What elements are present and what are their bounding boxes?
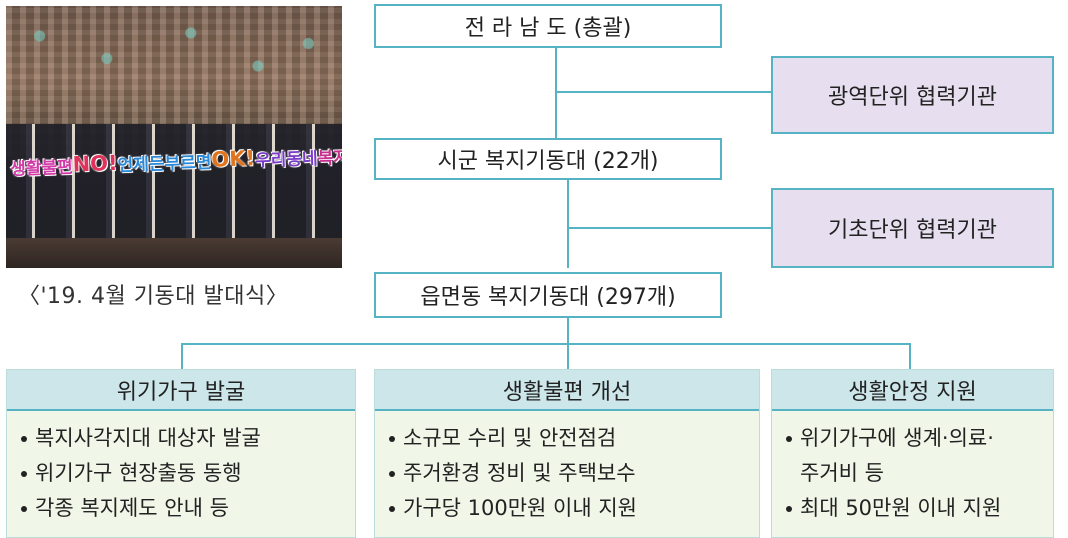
partner-box-regional: 광역단위 협력기관	[771, 56, 1054, 134]
ceremony-photo: 생활불편 NO! 언제든부르면 OK! 우리동네 복지기동대	[6, 6, 342, 268]
org-box-town: 읍면동 복지기동대 (297개)	[374, 272, 722, 318]
org-box-city-county: 시군 복지기동대 (22개)	[374, 138, 722, 180]
connector-basic	[567, 227, 771, 229]
banner-text-2: NO!	[72, 150, 119, 177]
photo-floor	[6, 238, 342, 268]
banner-text-4: OK!	[210, 146, 256, 172]
connector-branch-right	[909, 343, 911, 369]
list-item: 각종 복지제도 안내 등	[21, 491, 355, 526]
card-list: 위기가구에 생계·의료· 주거비 등 최대 50만원 이내 지원	[772, 411, 1053, 526]
list-item: 소규모 수리 및 안전점검	[389, 421, 759, 456]
card-living-improvement: 생활불편 개선 소규모 수리 및 안전점검 주거환경 정비 및 주택보수 가구당…	[374, 369, 760, 538]
card-crisis-discovery: 위기가구 발굴 복지사각지대 대상자 발굴 위기가구 현장출동 동행 각종 복지…	[6, 369, 356, 538]
connector-branch-horizontal	[181, 343, 911, 345]
card-living-stability: 생활안정 지원 위기가구에 생계·의료· 주거비 등 최대 50만원 이내 지원	[771, 369, 1054, 538]
connector-regional	[555, 91, 771, 93]
list-item-continuation: 주거비 등	[800, 461, 884, 485]
list-item: 최대 50만원 이내 지원	[786, 491, 1053, 526]
card-list: 소규모 수리 및 안전점검 주거환경 정비 및 주택보수 가구당 100만원 이…	[375, 411, 759, 526]
partner-box-basic: 기초단위 협력기관	[771, 188, 1054, 268]
connector-top-middle	[555, 48, 557, 138]
org-box-province: 전 라 남 도 (총괄)	[374, 4, 722, 48]
list-item: 주거환경 정비 및 주택보수	[389, 456, 759, 491]
list-item: 위기가구에 생계·의료·	[786, 421, 1053, 456]
connector-branch-left	[181, 343, 183, 369]
card-list: 복지사각지대 대상자 발굴 위기가구 현장출동 동행 각종 복지제도 안내 등	[7, 411, 355, 526]
banner-text-5: 우리동네	[254, 148, 319, 171]
card-title: 생활불편 개선	[375, 370, 759, 411]
list-item: 복지사각지대 대상자 발굴	[21, 421, 355, 456]
card-title: 위기가구 발굴	[7, 370, 355, 411]
connector-middle-bottom	[567, 180, 569, 268]
list-item: 가구당 100만원 이내 지원	[389, 491, 759, 526]
list-item: 위기가구 현장출동 동행	[21, 456, 355, 491]
banner-text-3: 언제든부르면	[117, 152, 212, 176]
card-title: 생활안정 지원	[772, 370, 1053, 411]
photo-caption: 〈'19. 4월 기동대 발대식〉	[18, 284, 289, 309]
banner-text-6: 복지기동대	[317, 145, 342, 169]
banner-text-1: 생활불편	[9, 157, 74, 180]
